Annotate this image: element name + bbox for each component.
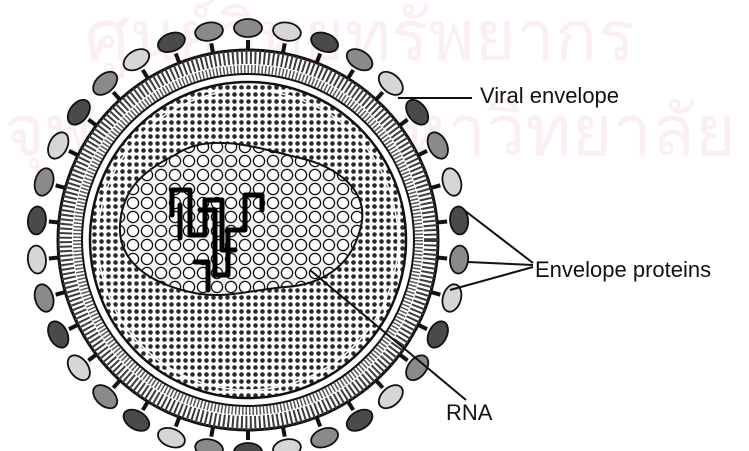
envelope-protein [308, 424, 341, 451]
label-envelope-proteins: Envelope proteins [535, 259, 711, 281]
envelope-protein [234, 19, 262, 37]
envelope-protein [32, 282, 57, 314]
envelope-protein [63, 351, 94, 384]
envelope-protein [155, 424, 188, 451]
envelope-protein [272, 437, 303, 451]
envelope-protein [449, 206, 470, 236]
label-viral-envelope: Viral envelope [480, 85, 619, 107]
envelope-protein [423, 318, 452, 351]
envelope-protein [120, 405, 153, 435]
envelope-protein [44, 318, 73, 351]
leader-protein-1 [464, 210, 533, 263]
envelope-protein [27, 245, 48, 275]
envelope-protein [234, 443, 262, 451]
envelope-protein [343, 405, 376, 435]
leader-protein-2 [468, 262, 533, 265]
envelope-protein [194, 437, 225, 451]
envelope-protein [449, 245, 470, 275]
envelope-protein [27, 206, 48, 236]
label-rna: RNA [446, 402, 492, 424]
